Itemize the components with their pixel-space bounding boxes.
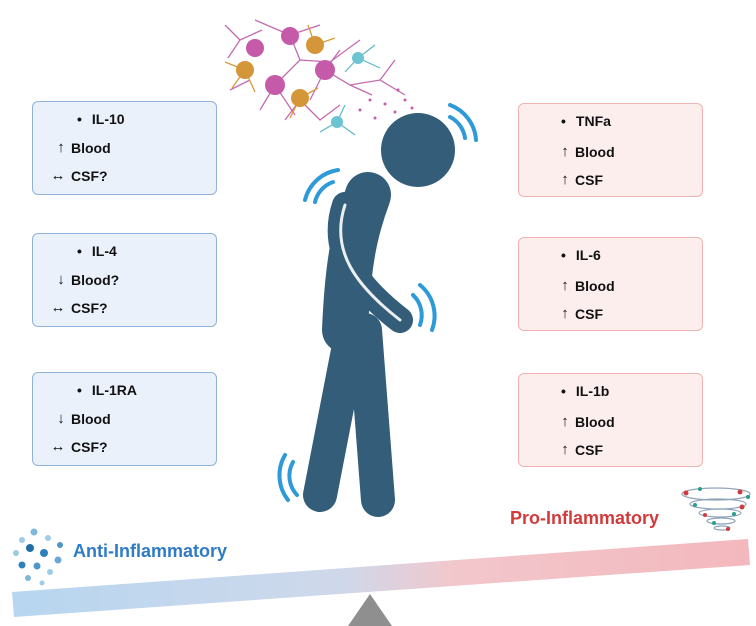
bullet: • — [561, 247, 566, 263]
anti-box-il1ra: • IL-1RA ↓ Blood ↔ CSF? — [32, 372, 217, 466]
tremor-motion-lines — [277, 103, 478, 502]
bullet: • — [561, 383, 566, 399]
particle-cluster-icon — [13, 528, 63, 586]
cytokine-label: IL-1RA — [91, 382, 138, 398]
blood-label: Blood — [575, 144, 615, 160]
pro-inflammatory-label: Pro-Inflammatory — [510, 508, 660, 528]
bullet: • — [561, 113, 566, 129]
csf-label: CSF — [575, 172, 603, 188]
cytokine-label: TNFa — [575, 113, 611, 129]
blood-label: Blood — [71, 140, 111, 156]
anti-box-il10: • IL-10 ↑ Blood ↔ CSF? — [32, 101, 217, 195]
anti-box-il4: • IL-4 ↓ Blood? ↔ CSF? — [32, 233, 217, 327]
balance-beam — [12, 539, 750, 617]
arrow-up-icon: ↑ — [561, 171, 569, 188]
arrow-up-icon: ↑ — [561, 143, 569, 160]
arrow-up-icon: ↑ — [561, 413, 569, 430]
arrow-up-icon: ↑ — [561, 441, 569, 458]
cytokine-label: IL-4 — [91, 243, 117, 259]
bullet: • — [77, 382, 82, 398]
arrow-up-icon: ↑ — [57, 139, 65, 156]
arrow-down-icon: ↓ — [57, 271, 65, 288]
csf-label: CSF — [575, 442, 603, 458]
cytokine-label: IL-10 — [91, 111, 125, 127]
csf-label: CSF? — [71, 168, 108, 184]
arrow-up-icon: ↑ — [561, 277, 569, 294]
arrow-down-icon: ↓ — [57, 410, 65, 427]
cytokine-label: IL-1b — [575, 383, 610, 399]
csf-label: CSF? — [71, 300, 108, 316]
blood-label: Blood — [575, 414, 615, 430]
pro-box-il1b: • IL-1b ↑ Blood ↑ CSF — [518, 373, 703, 467]
csf-label: CSF — [575, 306, 603, 322]
arrow-both-icon: ↔ — [50, 299, 66, 316]
cytokine-label: IL-6 — [575, 247, 601, 263]
anti-inflammatory-label: Anti-Inflammatory — [73, 541, 228, 561]
bullet: • — [77, 111, 82, 127]
tornado-icon — [681, 487, 751, 531]
arrow-both-icon: ↔ — [50, 438, 66, 455]
arrow-up-icon: ↑ — [561, 305, 569, 322]
blood-label: Blood — [71, 411, 111, 427]
pro-box-tnfa: • TNFa ↑ Blood ↑ CSF — [518, 103, 703, 197]
neuron-cluster-icon — [224, 19, 422, 136]
blood-label: Blood? — [71, 272, 120, 288]
arrow-both-icon: ↔ — [50, 167, 66, 184]
csf-label: CSF? — [71, 439, 108, 455]
person-tremor-icon — [303, 113, 455, 517]
fulcrum-icon — [348, 594, 392, 626]
bullet: • — [77, 243, 82, 259]
blood-label: Blood — [575, 278, 615, 294]
pro-box-il6: • IL-6 ↑ Blood ↑ CSF — [518, 237, 703, 331]
